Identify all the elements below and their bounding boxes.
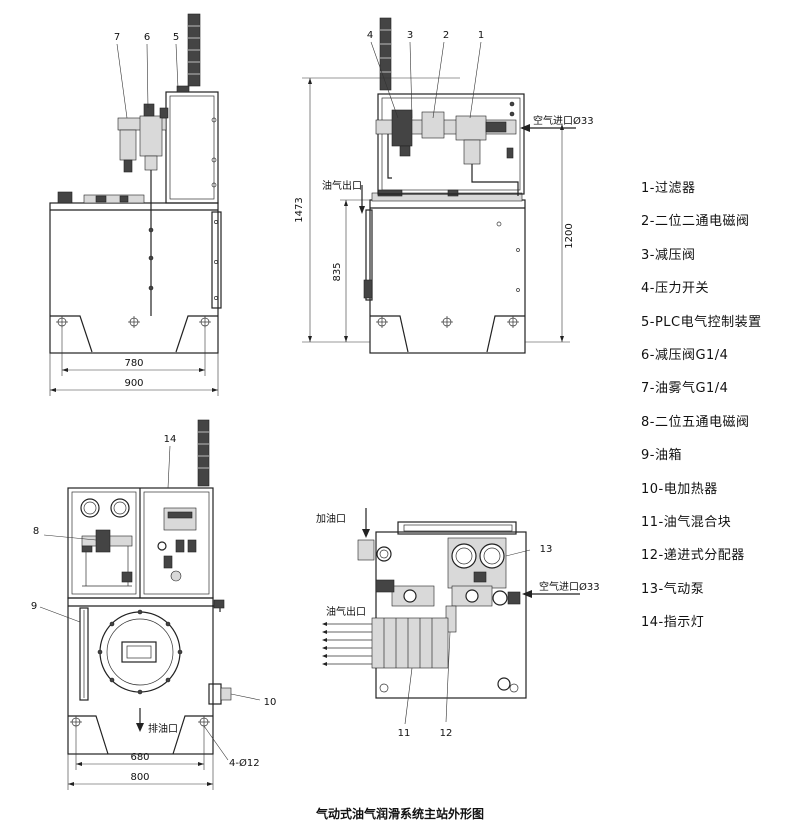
callout-13: 13	[540, 544, 553, 555]
legend-item-6: 6-减压阀G1/4	[641, 347, 729, 363]
callout-14: 14	[164, 434, 177, 445]
label-oil-drain: 排油口	[148, 722, 178, 735]
legend-item-14: 14-指示灯	[641, 615, 705, 631]
callout-10: 10	[264, 697, 277, 708]
callout-8: 8	[33, 526, 39, 537]
label-oil-fill: 加油口	[316, 512, 346, 525]
legend-item-13: 13-气动泵	[641, 581, 705, 597]
dim-780: 780	[124, 358, 143, 369]
top-view	[322, 508, 580, 699]
legend-item-8: 8-二位五通电磁阀	[641, 414, 750, 430]
front-view	[49, 13, 222, 396]
legend-item-2: 2-二位二通电磁阀	[641, 214, 750, 230]
dim-900: 900	[124, 378, 143, 389]
label-oil-air-out-top: 油气出口	[322, 179, 362, 192]
callout-6: 6	[144, 32, 150, 43]
parts-legend: 1-过滤器 2-二位二通电磁阀 3-减压阀 4-压力开关 5-PLC电气控制装置…	[641, 178, 791, 645]
legend-item-12: 12-递进式分配器	[641, 548, 745, 564]
callout-7: 7	[114, 32, 120, 43]
legend-item-4: 4-压力开关	[641, 281, 709, 297]
callout-3: 3	[407, 30, 413, 41]
callout-1: 1	[478, 30, 484, 41]
side-view	[302, 17, 576, 354]
legend-item-1: 1-过滤器	[641, 181, 696, 196]
callout-2: 2	[443, 30, 449, 41]
label-air-inlet-top: 空气进口Ø33	[533, 114, 594, 127]
legend-item-9: 9-油箱	[641, 448, 682, 464]
dim-835: 835	[332, 262, 343, 281]
legend-item-5: 5-PLC电气控制装置	[641, 314, 762, 330]
legend-item-3: 3-减压阀	[641, 247, 696, 263]
dim-4-holes: 4-Ø12	[229, 757, 260, 769]
legend-item-10: 10-电加热器	[641, 481, 718, 497]
figure-caption: 气动式油气润滑系统主站外形图	[315, 807, 484, 821]
label-air-inlet-bottom: 空气进口Ø33	[539, 580, 600, 593]
front-open-view	[67, 419, 232, 790]
callout-12: 12	[440, 728, 453, 739]
callout-5: 5	[173, 32, 179, 43]
callout-4: 4	[367, 30, 373, 41]
legend-item-11: 11-油气混合块	[641, 514, 732, 530]
callout-11: 11	[398, 728, 411, 739]
legend-item-7: 7-油雾气G1/4	[641, 381, 729, 397]
dim-1200: 1200	[564, 223, 575, 248]
dim-1473: 1473	[294, 197, 305, 222]
callout-9: 9	[31, 601, 37, 612]
dim-800: 800	[130, 772, 149, 783]
dim-680: 680	[130, 752, 149, 763]
label-oil-air-out-bottom: 油气出口	[326, 605, 366, 618]
